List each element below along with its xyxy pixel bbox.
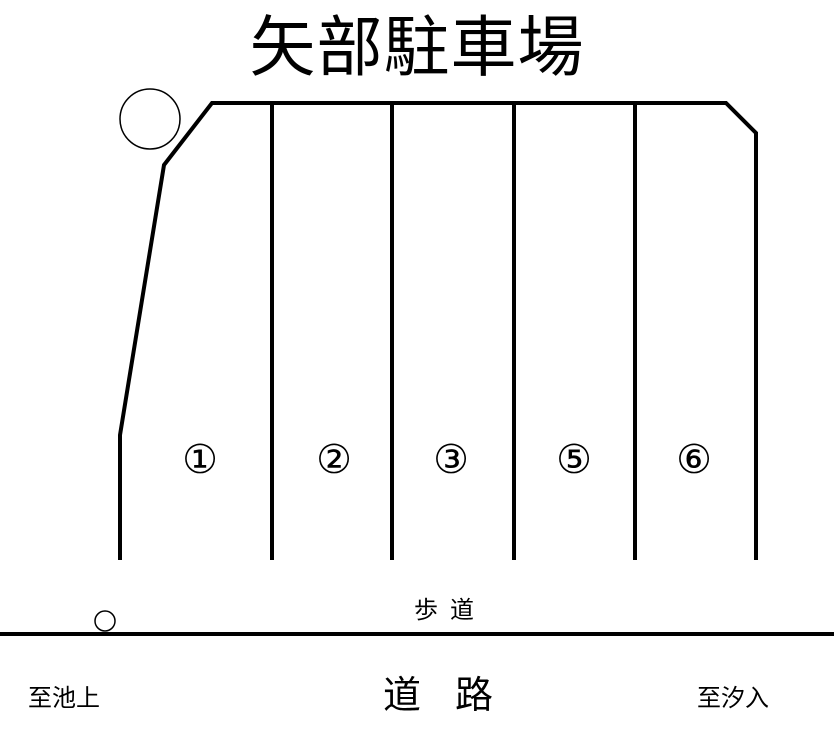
lot-boundary [118, 101, 758, 560]
parking-space-2: ② [316, 437, 352, 483]
parking-space-5: ⑤ [556, 437, 592, 483]
direction-left-label: 至池上 [28, 684, 100, 712]
pole-circle-icon [94, 610, 116, 632]
sidewalk-label: 歩道 [414, 596, 486, 624]
tree-circle-icon [119, 88, 181, 150]
parking-space-6: ⑥ [676, 437, 712, 483]
direction-right-label: 至汐入 [697, 684, 769, 712]
road-label: 道路 [382, 673, 527, 717]
page-title: 矢部駐車場 [249, 9, 585, 86]
parking-space-3: ③ [433, 437, 469, 483]
parking-space-1: ① [182, 437, 218, 483]
